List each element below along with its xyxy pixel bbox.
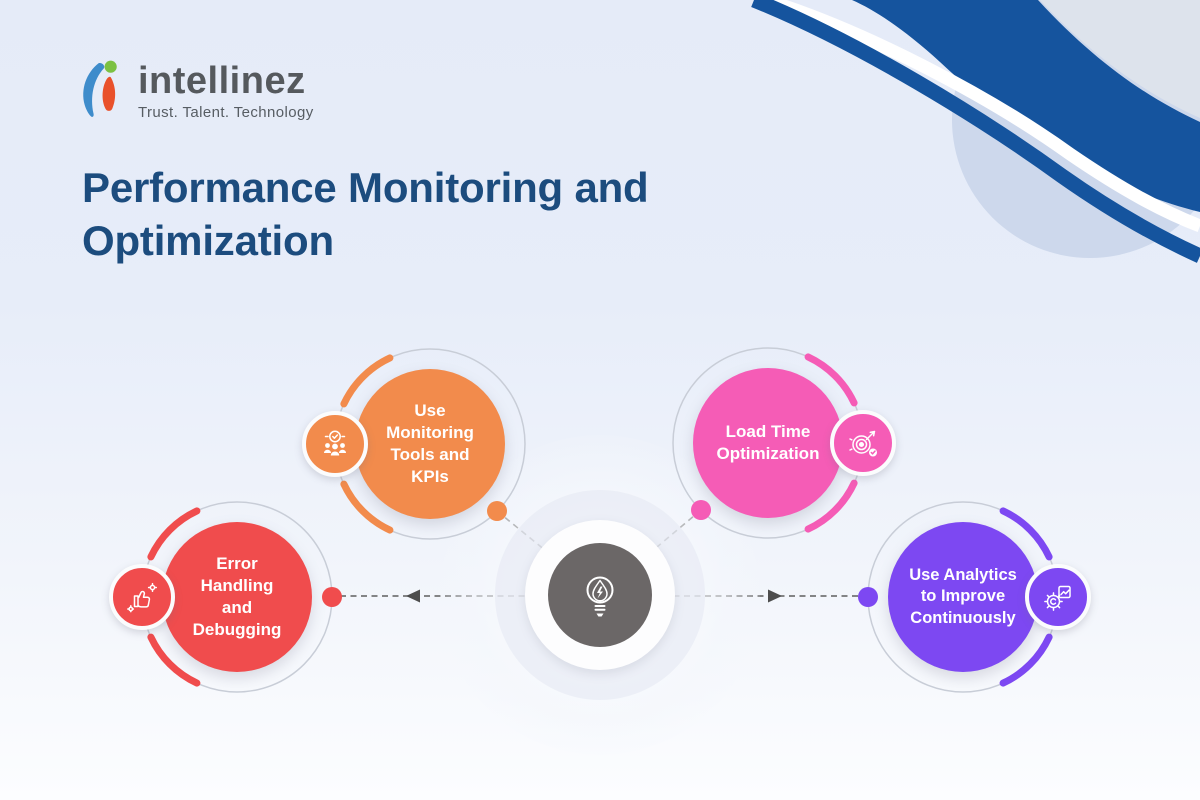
- connector-dot: [858, 587, 878, 607]
- node-badge: [830, 410, 896, 476]
- node-badge: [302, 411, 368, 477]
- node-monitoring-tools: Use Monitoring Tools and KPIs: [302, 339, 535, 549]
- gear-chart-icon: [1044, 585, 1071, 611]
- node-label: Error Handling and Debugging: [192, 553, 282, 640]
- node-error-handling: Error Handling and Debugging: [109, 492, 342, 702]
- node-circle: Use Monitoring Tools and KPIs: [355, 369, 505, 519]
- connector-dot: [691, 500, 711, 520]
- node-label: Use Monitoring Tools and KPIs: [386, 400, 474, 487]
- center-hub: [548, 543, 652, 647]
- node-label: Load Time Optimization: [716, 421, 820, 463]
- thumbs-gears-icon: [127, 582, 158, 613]
- connector-dot: [487, 501, 507, 521]
- lightbulb-bolt-icon: [586, 576, 614, 617]
- node-badge: [109, 564, 175, 630]
- node-circle: Error Handling and Debugging: [162, 522, 312, 672]
- corner-gray-shape: [1040, 0, 1200, 118]
- brand-tagline: Trust. Talent. Technology: [138, 103, 314, 121]
- intellinez-logo-icon: [83, 60, 117, 117]
- brand-name: intellinez: [138, 59, 306, 102]
- target-arrow-icon: [849, 430, 877, 457]
- node-circle: Use Analytics to Improve Continuously: [888, 522, 1038, 672]
- node-circle: Load Time Optimization: [693, 368, 843, 518]
- node-badge: [1025, 564, 1091, 630]
- node-label: Use Analytics to Improve Continuously: [909, 565, 1017, 627]
- brand-logo: intellinez Trust. Talent. Technology: [76, 56, 314, 126]
- node-load-time: Load Time Optimization: [663, 338, 896, 548]
- lavender-circle-shape: [952, 0, 1200, 258]
- connector-dot: [322, 587, 342, 607]
- page-title: Performance Monitoring and Optimization: [82, 164, 649, 264]
- arrow-right-icon: [768, 589, 782, 603]
- arrow-left-icon: [406, 589, 420, 603]
- team-check-icon: [324, 430, 346, 456]
- node-analytics: Use Analytics to Improve Continuously: [858, 492, 1091, 702]
